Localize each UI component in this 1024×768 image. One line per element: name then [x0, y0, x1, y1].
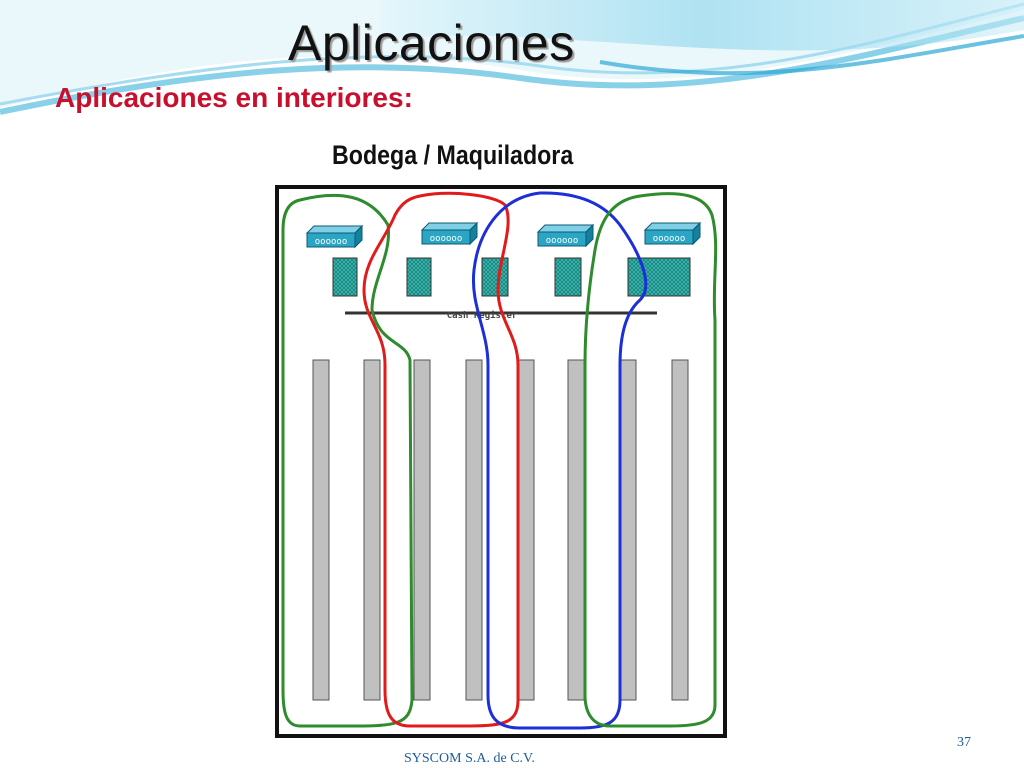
diagram-title: Bodega / Maquiladora	[332, 140, 574, 170]
svg-text:oooooo: oooooo	[430, 234, 463, 244]
shelf-row-3	[413, 359, 431, 701]
shelf-row-5	[517, 359, 535, 701]
shelf-row-1	[312, 359, 330, 701]
access-point-4: oooooo	[643, 221, 702, 246]
cash-register-label: Cash Register	[447, 310, 518, 321]
cash-station-5	[627, 257, 691, 297]
shelf-row-8	[671, 359, 689, 701]
page-title: Aplicaciones	[288, 15, 575, 71]
access-point-3: oooooo	[536, 223, 595, 248]
cash-station-3	[481, 257, 509, 297]
coverage-zone-red	[362, 191, 520, 728]
cash-station-4	[554, 257, 582, 297]
shelf-row-7	[619, 359, 637, 701]
access-point-2: oooooo	[420, 221, 479, 246]
shelf-row-6	[567, 359, 585, 701]
page-number: 37	[957, 735, 971, 750]
svg-text:oooooo: oooooo	[315, 237, 348, 247]
shelf-row-2	[363, 359, 381, 701]
header-wave-decoration	[0, 0, 1024, 115]
coverage-zone-green-left	[281, 193, 414, 728]
shelf-row-4	[465, 359, 483, 701]
shelf-rows	[312, 359, 689, 701]
footer-company: SYSCOM S.A. de C.V.	[404, 751, 535, 766]
coverage-zone-green-right	[583, 192, 718, 728]
section-subtitle: Aplicaciones en interiores:	[55, 82, 413, 113]
access-point-1: oooooo	[305, 224, 364, 249]
cash-station-1	[332, 257, 358, 297]
svg-text:oooooo: oooooo	[653, 234, 686, 244]
cash-station-2	[406, 257, 432, 297]
svg-text:oooooo: oooooo	[546, 236, 579, 246]
